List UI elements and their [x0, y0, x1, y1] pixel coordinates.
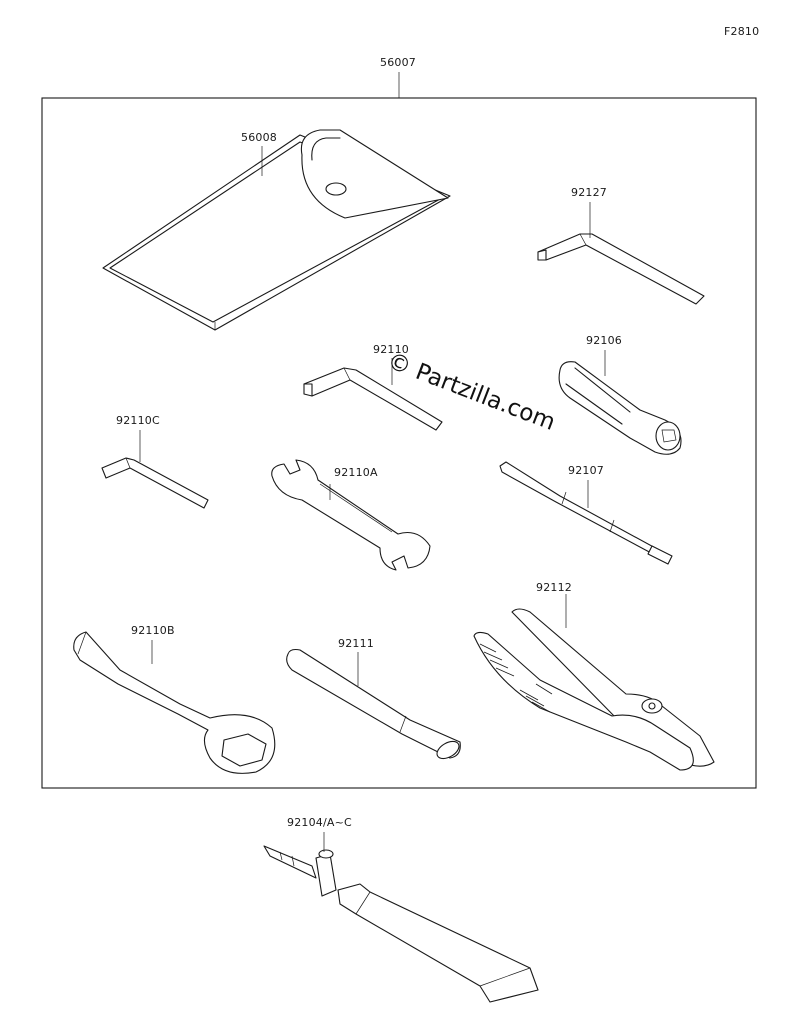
hex-wrench-large — [537, 233, 705, 305]
figure-code: F2810 — [724, 25, 760, 38]
label-92110A: 92110A — [334, 466, 378, 479]
label-92110C: 92110C — [116, 414, 160, 427]
hex-wrench-small — [101, 457, 209, 509]
label-92112: 92112 — [536, 581, 572, 594]
ring-wrench — [73, 631, 276, 774]
screwdriver-bit — [499, 461, 673, 565]
label-92106: 92106 — [586, 334, 622, 347]
label-92107: 92107 — [568, 464, 604, 477]
tool-pouch — [102, 129, 451, 331]
label-92110: 92110 — [373, 343, 409, 356]
label-92127: 92127 — [571, 186, 607, 199]
label-92104: 92104/A~C — [287, 816, 352, 829]
label-56008: 56008 — [241, 131, 277, 144]
valve-cap-and-grease-tube — [263, 845, 539, 1003]
hex-wrench-mid — [303, 367, 443, 431]
pliers — [473, 608, 715, 771]
open-end-wrench — [271, 459, 431, 571]
label-56007: 56007 — [380, 56, 416, 69]
handle-bar — [286, 648, 461, 760]
label-92110B: 92110B — [131, 624, 175, 637]
label-92111: 92111 — [338, 637, 374, 650]
socket-handle — [558, 361, 682, 455]
